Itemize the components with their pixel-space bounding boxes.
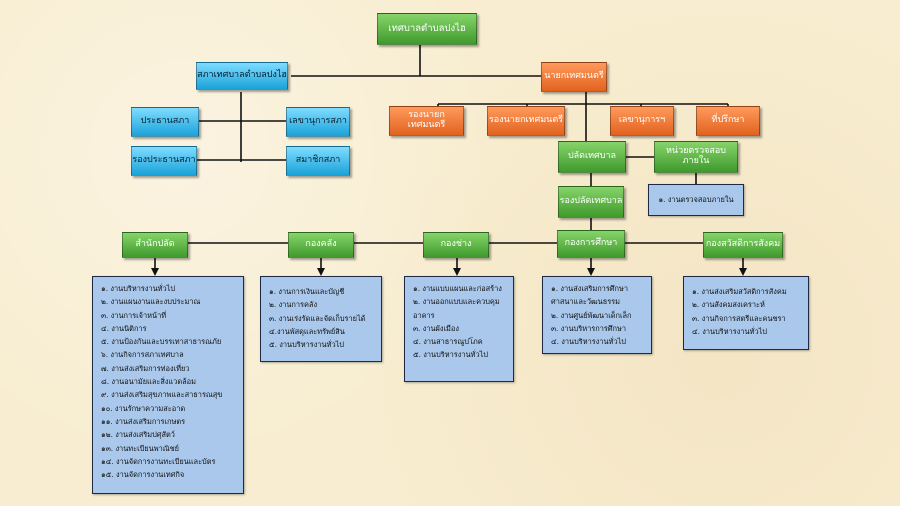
division-label: กองช่าง	[440, 239, 472, 250]
list-item: ๑. งานส่งเสริมการศึกษา	[551, 284, 628, 293]
list-item: ๒. งานสังคมสงเคราะห์	[692, 300, 765, 310]
municipality-box: เทศบาลตำบลปงไฮ	[377, 13, 477, 45]
advisor-label: ที่ปรึกษา	[711, 115, 745, 126]
internal-audit-box: หน่วยตรวจสอบภายใน	[654, 141, 738, 173]
list-item: ๗. งานส่งเสริมการท่องเที่ยว	[101, 363, 190, 373]
list-item: ๑. งานบริหารงานทั่วไป	[101, 284, 176, 293]
list-item: ศาสนาและวัฒนธรรม	[551, 297, 621, 307]
list-item: ๑๔. งานจัดการงานทะเบียนและบัตร	[101, 456, 216, 466]
list-item: ๔. งานบริหารงานทั่วไป	[551, 337, 626, 347]
division-box-social-welfare: กองสวัสดิการสังคม	[703, 232, 783, 258]
division-box-education: กองการศึกษา	[557, 230, 625, 258]
list-item: ๑. งานส่งเสริมสวัสดิการสังคม	[692, 287, 787, 296]
list-item: ๓. งานบริหารการศึกษา	[551, 323, 626, 333]
list-item: ๓. งานเร่งรัดและจัดเก็บรายได้	[269, 313, 366, 323]
deputy-clerk-box: รองปลัดเทศบาล	[558, 186, 624, 218]
deputy-mayor-2-label: รองนายกเทศมนตรี	[488, 115, 564, 126]
list-item: ๓. งานผังเมือง	[413, 323, 459, 333]
list-item: ๕. งานบริหารงานทั่วไป	[413, 350, 488, 360]
deputy-clerk-label: รองปลัดเทศบาล	[559, 196, 623, 207]
mayor-secretary-box: เลขานุการฯ	[610, 106, 674, 136]
council-members-box: สมาชิกสภา	[286, 146, 350, 176]
municipality-label: เทศบาลตำบลปงไฮ	[388, 22, 466, 34]
division-box-office: สำนักปลัด	[122, 232, 188, 258]
deputy-mayor-2-box: รองนายกเทศมนตรี	[487, 106, 565, 136]
mayor-secretary-label: เลขานุการฯ	[618, 115, 666, 126]
list-item: ๖. งานกิจการสภาเทศบาล	[101, 350, 184, 360]
engineering-task-list: ๑. งานแบบแผนและก่อสร้าง ๒. งานออกแบบและค…	[404, 276, 514, 382]
list-item: ๒. งานศูนย์พัฒนาเด็กเล็ก	[551, 310, 632, 320]
mayor-box: นายกเทศมนตรี	[541, 62, 607, 92]
list-item: ๑. งานแบบแผนและก่อสร้าง	[413, 284, 502, 293]
list-item: ๑. งานการเงินและบัญชี	[269, 287, 345, 296]
council-box: สภาเทศบาลตำบลปงไฮ	[196, 62, 288, 90]
list-item: ๑๐. งานรักษาความสะอาด	[101, 403, 186, 413]
list-item: ๒. งานแผนงานและงบประมาณ	[101, 297, 201, 307]
municipal-clerk-box: ปลัดเทศบาล	[558, 141, 626, 173]
division-box-finance: กองคลัง	[288, 232, 354, 258]
mayor-label: นายกเทศมนตรี	[544, 71, 604, 82]
list-item: ๕. งานป้องกันและบรรเทาสาธารณภัย	[101, 337, 222, 347]
list-item: ๑๑. งานส่งเสริมการเกษตร	[101, 416, 186, 426]
council-vice-chair-label: รองประธานสภา	[132, 155, 196, 166]
list-item: อาคาร	[413, 310, 435, 320]
council-chair-box: ประธานสภา	[131, 107, 199, 137]
division-label: สำนักปลัด	[135, 239, 175, 250]
internal-audit-label: หน่วยตรวจสอบภายใน	[665, 146, 727, 166]
list-item: ๑๒. งานส่งเสริมปศุสัตว์	[101, 430, 175, 440]
list-item: ๘. งานอนามัยและสิ่งแวดล้อม	[101, 377, 196, 387]
list-item: ๓. งานการเจ้าหน้าที่	[101, 310, 167, 320]
list-item: ๔. งานบริหารงานทั่วไป	[692, 326, 767, 336]
list-item: ๔.งานพัสดุและทรัพย์สิน	[269, 326, 345, 336]
council-chair-label: ประธานสภา	[140, 116, 190, 127]
division-box-engineering: กองช่าง	[423, 232, 489, 258]
deputy-mayor-1-label: รองนายกเทศมนตรี	[407, 110, 446, 130]
council-secretary-label: เลขานุการสภา	[289, 116, 347, 127]
council-vice-chair-box: รองประธานสภา	[131, 146, 197, 176]
education-task-list: ๑. งานส่งเสริมการศึกษา ศาสนาและวัฒนธรรม …	[542, 276, 652, 354]
list-item: ๔. งานนิติการ	[101, 323, 147, 333]
finance-task-list: ๑. งานการเงินและบัญชี ๒. งานการคลัง ๓. ง…	[260, 276, 382, 362]
list-item: ๕. งานบริหารงานทั่วไป	[269, 340, 344, 350]
council-secretary-box: เลขานุการสภา	[286, 107, 350, 137]
council-members-label: สมาชิกสภา	[295, 155, 341, 166]
list-item: ๓. งานกิจการสตรีและคนชรา	[692, 313, 786, 323]
office-task-list: ๑. งานบริหารงานทั่วไป ๒. งานแผนงานและงบป…	[92, 276, 244, 494]
deputy-mayor-1-box: รองนายกเทศมนตรี	[389, 106, 464, 136]
division-label: กองการศึกษา	[564, 238, 618, 249]
municipal-clerk-label: ปลัดเทศบาล	[567, 151, 617, 162]
list-item: ๒. งานออกแบบและควบคุม	[413, 297, 500, 307]
division-label: กองคลัง	[305, 239, 337, 250]
social-welfare-task-list: ๑. งานส่งเสริมสวัสดิการสังคม ๒. งานสังคม…	[683, 276, 809, 350]
list-item: ๙. งานส่งเสริมสุขภาพและสาธารณสุข	[101, 390, 223, 400]
internal-audit-item: ๑. งานตรวจสอบภายใน	[658, 195, 734, 204]
council-label: สภาเทศบาลตำบลปงไฮ	[197, 70, 287, 81]
list-item: ๑๕. งานจัดการงานเทศกิจ	[101, 470, 185, 480]
list-item: ๔. งานสาธารณูปโภค	[413, 337, 483, 347]
list-item: ๒. งานการคลัง	[269, 300, 318, 310]
internal-audit-list: ๑. งานตรวจสอบภายใน	[648, 184, 744, 216]
division-label: กองสวัสดิการสังคม	[705, 239, 781, 250]
list-item: ๑๓. งานทะเบียนพาณิชย์	[101, 443, 179, 453]
advisor-box: ที่ปรึกษา	[696, 106, 760, 136]
